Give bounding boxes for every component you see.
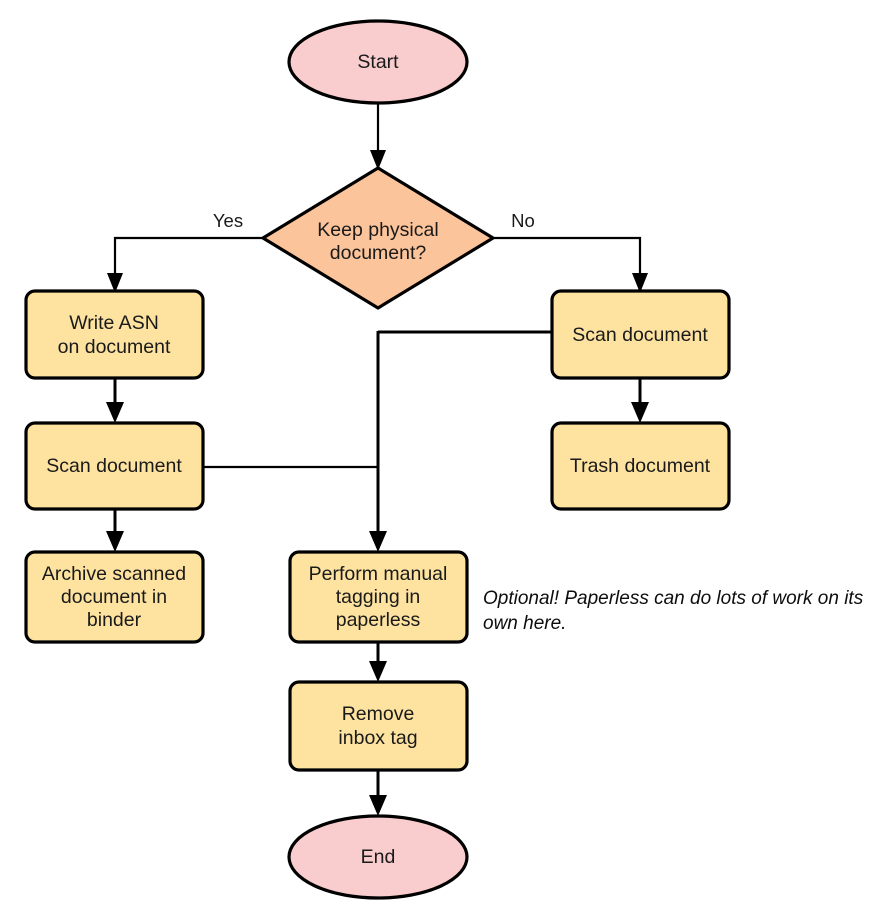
edge-label-no: No bbox=[511, 210, 535, 231]
node-scan-document-right[interactable]: Scan document bbox=[550, 289, 731, 380]
edge-merge-to-manual-tagging bbox=[369, 331, 387, 552]
write-asn-label-line2: on document bbox=[58, 336, 171, 358]
scan-document-right-label: Scan document bbox=[572, 324, 708, 346]
start-ellipse bbox=[287, 19, 469, 105]
edge-label-yes: Yes bbox=[213, 210, 243, 231]
trash-document-box bbox=[550, 421, 731, 511]
manual-tagging-label-line1: Perform manual bbox=[309, 563, 448, 585]
remove-inbox-label-line2: inbox tag bbox=[338, 727, 417, 749]
edge-manual-tagging-to-remove-inbox bbox=[369, 642, 387, 682]
node-end[interactable]: End bbox=[287, 814, 469, 900]
scan-document-right-box bbox=[550, 289, 731, 380]
remove-inbox-tag-box bbox=[288, 680, 469, 772]
write-asn-label-line1: Write ASN bbox=[69, 312, 159, 334]
node-perform-manual-tagging[interactable]: Perform manual tagging in paperless bbox=[288, 550, 469, 644]
scan-document-left-box bbox=[24, 421, 205, 511]
edge-decision-no-to-scan-right bbox=[493, 236, 648, 293]
node-write-asn-on-document[interactable]: Write ASN on document bbox=[24, 289, 205, 380]
archive-label-line1: Archive scanned bbox=[42, 563, 186, 585]
edge-scan-left-to-archive bbox=[106, 509, 124, 552]
decision-diamond bbox=[261, 166, 495, 310]
archive-box bbox=[24, 550, 205, 644]
manual-tagging-label-line2: tagging in bbox=[336, 586, 421, 608]
manual-tagging-box bbox=[288, 550, 469, 644]
end-ellipse bbox=[287, 814, 469, 900]
trash-document-label: Trash document bbox=[570, 455, 711, 477]
edge-decision-yes-to-write-asn bbox=[107, 236, 263, 293]
start-label: Start bbox=[357, 51, 399, 73]
node-start[interactable]: Start bbox=[287, 19, 469, 105]
edge-start-to-decision bbox=[370, 103, 386, 170]
end-label: End bbox=[361, 846, 396, 868]
edge-write-asn-to-scan-left bbox=[106, 378, 124, 423]
node-remove-inbox-tag[interactable]: Remove inbox tag bbox=[288, 680, 469, 772]
node-decision-keep-physical-document[interactable]: Keep physical document? bbox=[261, 166, 495, 310]
annotation-optional-note: Optional! Paperless can do lots of work … bbox=[483, 588, 864, 634]
decision-label-line2: document? bbox=[330, 242, 427, 264]
edge-remove-inbox-to-end bbox=[369, 770, 387, 816]
node-archive-scanned-document[interactable]: Archive scanned document in binder bbox=[24, 550, 205, 644]
decision-label-line1: Keep physical bbox=[317, 219, 438, 241]
node-scan-document-left[interactable]: Scan document bbox=[24, 421, 205, 511]
archive-label-line2: document in bbox=[61, 586, 167, 608]
archive-label-line3: binder bbox=[87, 609, 142, 631]
scan-document-left-label: Scan document bbox=[46, 455, 182, 477]
manual-tagging-label-line3: paperless bbox=[336, 609, 421, 631]
node-trash-document[interactable]: Trash document bbox=[550, 421, 731, 511]
edge-scan-right-to-trash bbox=[631, 378, 649, 423]
write-asn-box bbox=[24, 289, 205, 380]
remove-inbox-label-line1: Remove bbox=[342, 703, 415, 725]
